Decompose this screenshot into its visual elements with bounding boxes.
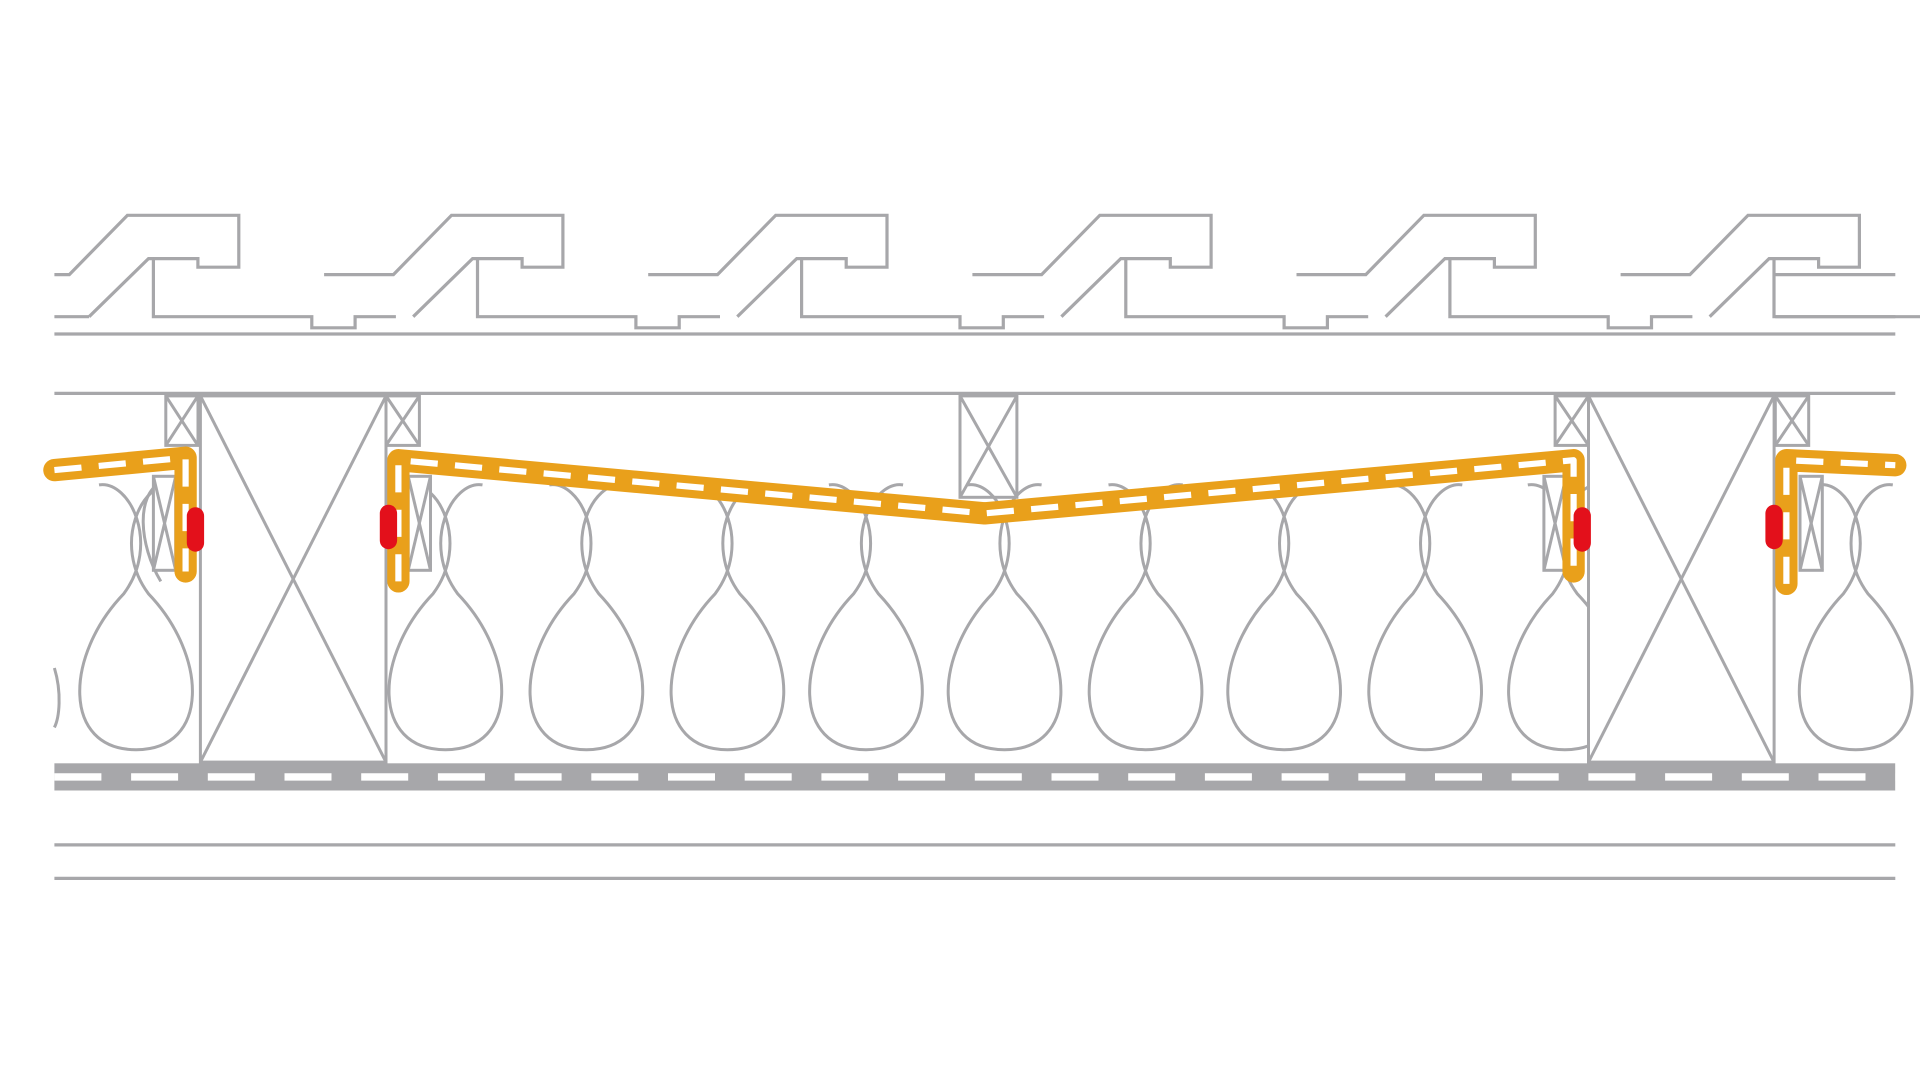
insulation-bulb [1797,483,1914,752]
counter-batten [958,394,1019,499]
insulation-bulb-partial [52,667,61,729]
sealant-point [1573,507,1591,552]
insulation-bulb [808,483,924,752]
sealant-point [1765,504,1783,550]
tile-lip [736,257,802,318]
membrane-main-dashes [395,457,1577,582]
tile-lip [1060,257,1126,318]
roof-tile [1296,213,1693,330]
vapour-control-membrane [43,446,1907,596]
counter-batten-cross [1774,395,1810,447]
insulation-bulb [1087,483,1204,752]
roof-tile [972,213,1369,330]
interior-lining [54,843,1896,881]
counter-batten-cross [164,395,200,447]
fixing-batten-cross [151,475,178,571]
counter-batten-cross [958,395,1019,499]
roof-tile [648,213,1045,330]
insulation-bulb [1226,483,1342,752]
tile-battens [54,332,1896,395]
insulation-bulb [78,483,194,752]
insulation-bulb [946,483,1063,752]
sealant-point [186,507,205,552]
tile-lip [87,257,154,318]
rafters [151,394,1824,764]
fixing-batten-cross [1798,475,1824,571]
counter-batten-cross [1553,395,1590,447]
rafter-cross [199,395,388,763]
membrane-left [43,446,197,583]
counter-batten-cross [384,395,421,447]
sealant-tape [186,504,1783,552]
counter-battens [164,394,1811,499]
tile-lip [412,257,478,318]
sealant-point [379,504,398,550]
insulation-bulb [669,483,786,752]
fixing-batten-cross [406,475,432,571]
tile-lip [1708,257,1774,318]
roof-tiles [54,213,1920,330]
vapour-barrier-layer [54,763,1896,791]
counter-batten [164,394,200,447]
tile-lip [1384,257,1450,318]
roof-tile [54,213,396,330]
roof-tile [1620,213,1920,319]
roof-tile [324,213,720,330]
insulation-bulb [1367,483,1483,752]
membrane-right-dashes [1783,457,1896,584]
rafter-cross [1587,395,1776,763]
insulation-bulb [528,483,645,752]
insulation-bulb [387,483,504,752]
